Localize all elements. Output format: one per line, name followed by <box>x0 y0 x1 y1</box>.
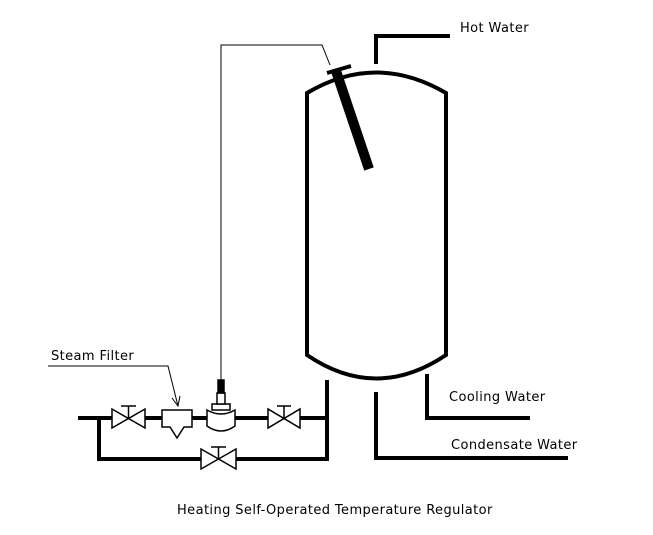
sensor-mount-bar <box>326 64 352 75</box>
regulator-valve-icon <box>206 379 236 432</box>
condensate-water-label: Condensate Water <box>451 438 578 453</box>
cooling-water-label: Cooling Water <box>449 390 546 405</box>
steam-filter-label: Steam Filter <box>51 349 134 364</box>
diagram-caption: Heating Self-Operated Temperature Regula… <box>177 503 493 518</box>
tank-body <box>305 70 448 381</box>
sensor-probe <box>331 69 374 171</box>
steam-filter-icon <box>161 409 193 440</box>
bypass-line <box>97 418 329 461</box>
steam-filter-leader <box>48 365 181 408</box>
capillary-line <box>220 44 331 380</box>
inlet-gate-valve-icon <box>111 405 146 430</box>
cooling-water-pipe <box>425 374 530 420</box>
temperature-sensor <box>326 64 374 171</box>
steam-main-line <box>78 380 329 420</box>
condensate-water-pipe <box>374 392 568 460</box>
hot-water-pipe <box>374 34 450 64</box>
hot-water-label: Hot Water <box>460 21 529 36</box>
bypass-gate-valve-icon <box>200 446 237 471</box>
outlet-gate-valve-icon <box>267 405 301 430</box>
water-tank <box>305 70 448 381</box>
